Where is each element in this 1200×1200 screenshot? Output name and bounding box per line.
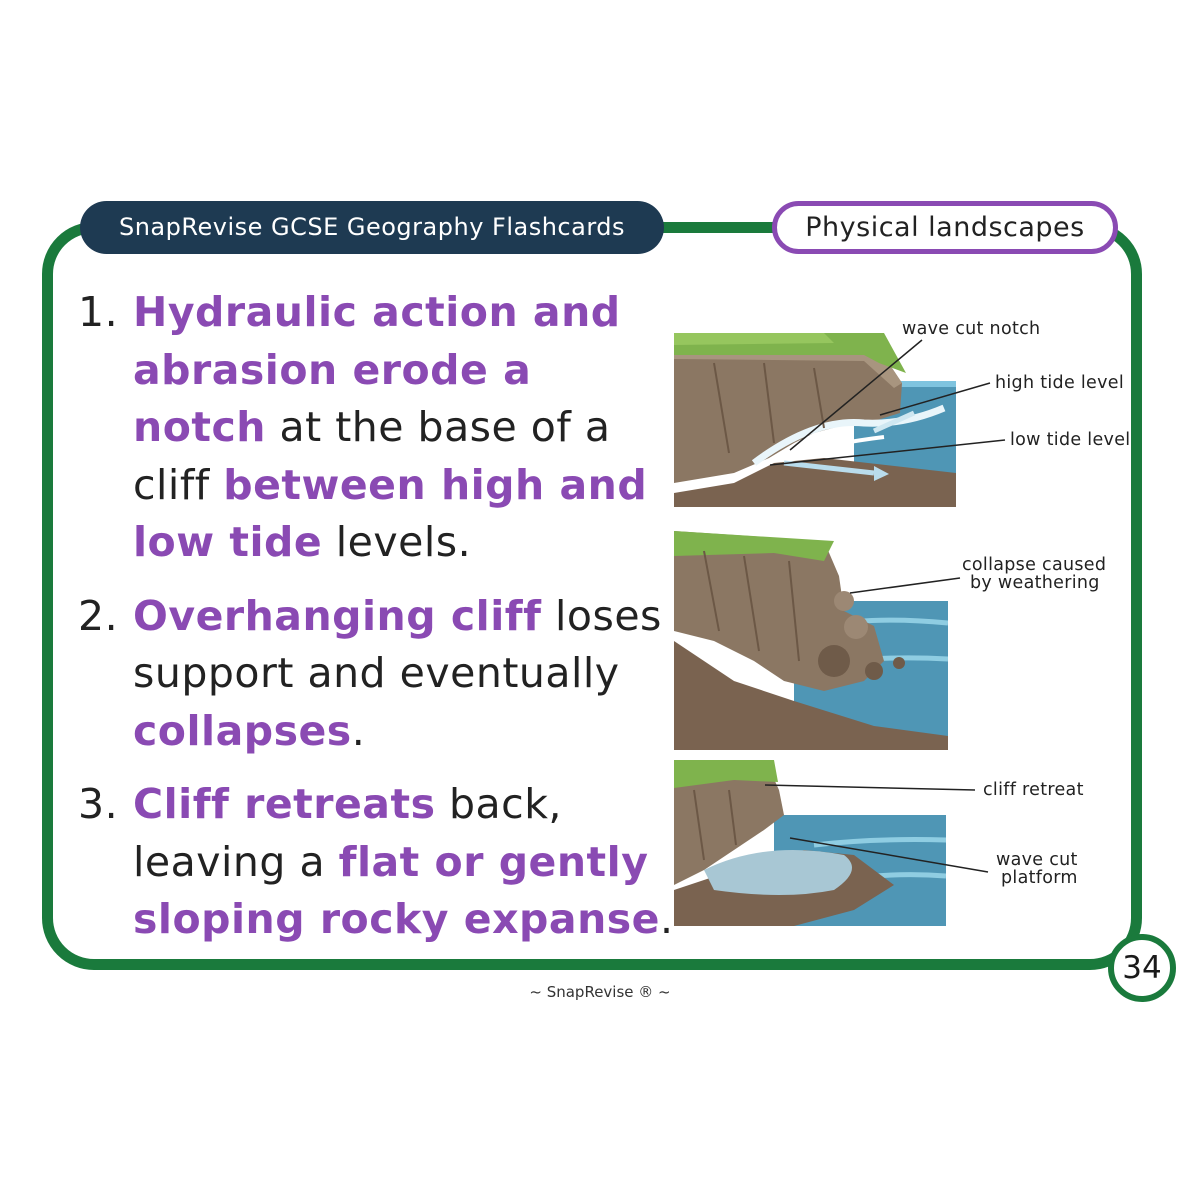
- label-collapse-line1: collapse caused: [962, 555, 1107, 575]
- plain-text: at the base of a cliff: [133, 403, 611, 509]
- plain-text: back, leaving a: [133, 780, 562, 886]
- plain-text: .: [351, 706, 366, 755]
- point-list: 1. Hydraulic action and abrasion erode a…: [78, 284, 678, 949]
- wave-cut-notch-illustration: [674, 333, 956, 507]
- point-number: 2.: [78, 591, 119, 640]
- plain-text: loses support and eventually: [133, 591, 662, 698]
- label-collapse-line2: by weathering: [970, 573, 1100, 593]
- point-1: 1. Hydraulic action and abrasion erode a…: [78, 284, 678, 572]
- point-number: 3.: [78, 780, 119, 828]
- label-wave-cut-notch: wave cut notch: [902, 319, 1041, 339]
- cliff-collapse-illustration: [674, 531, 948, 750]
- plain-text: .: [659, 895, 674, 943]
- point-2: 2. Overhanging cliff loses support and e…: [78, 588, 678, 761]
- plain-text: levels.: [322, 518, 472, 566]
- highlight-text: flat or gently sloping rocky expanse: [133, 837, 660, 944]
- highlight-text: Cliff retreats: [133, 780, 436, 828]
- highlight-text: between high and low tide: [133, 460, 648, 567]
- flashcard-frame: [42, 222, 1142, 970]
- point-3: 3. Cliff retreats back, leaving a flat o…: [78, 776, 678, 949]
- deck-title: SnapRevise GCSE Geography Flashcards: [80, 201, 664, 254]
- topic-badge: Physical landscapes: [772, 201, 1118, 254]
- label-platform-line2: platform: [1001, 868, 1078, 888]
- footer-brand: ~ SnapRevise ® ~: [529, 983, 671, 1001]
- label-high-tide: high tide level: [995, 373, 1124, 393]
- label-platform-line1: wave cut: [996, 850, 1078, 870]
- highlight-text: collapses: [133, 706, 352, 755]
- point-number: 1.: [78, 288, 119, 336]
- label-low-tide: low tide level: [1010, 430, 1131, 450]
- label-cliff-retreat: cliff retreat: [983, 780, 1084, 800]
- page-number: 34: [1108, 934, 1176, 1002]
- highlight-text: Hydraulic action and abrasion erode a no…: [133, 288, 621, 451]
- highlight-text: Overhanging cliff: [133, 591, 542, 640]
